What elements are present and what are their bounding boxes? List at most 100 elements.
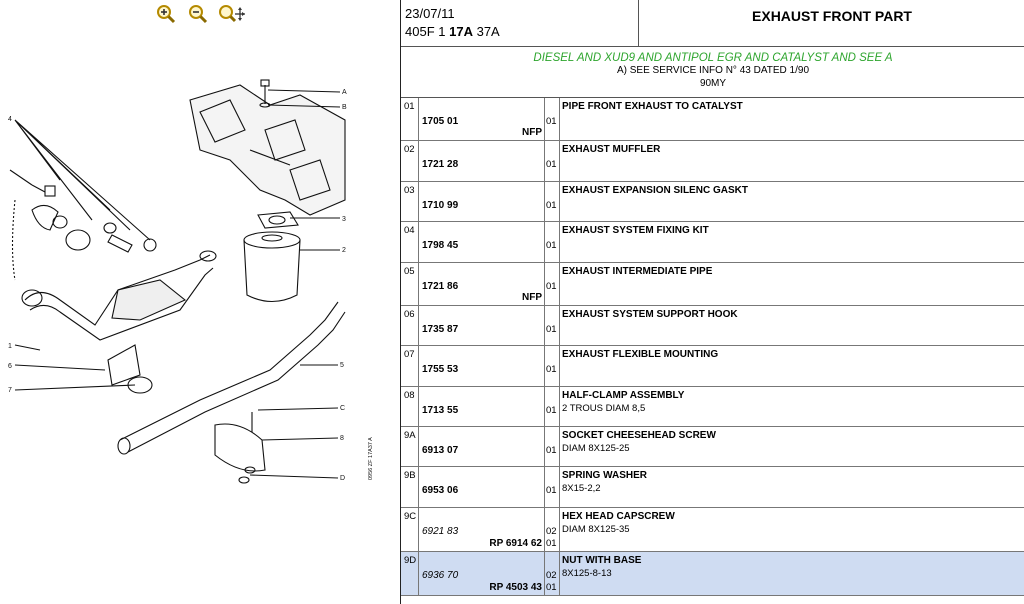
part-number-cell[interactable]: 1721 28 [419,141,545,181]
qty-value: 02 [546,526,557,537]
ref-cell: 9A [401,427,419,466]
qty-cell: 01 [545,263,560,305]
part-substitute: NFP [522,292,542,303]
callout-d: D [340,475,345,482]
ref-cell: 07 [401,346,419,386]
description-detail: DIAM 8X125-25 [562,443,630,454]
description: EXHAUST FLEXIBLE MOUNTING [562,349,719,360]
qty-cell: 01 [545,306,560,345]
qty-cell: 01 [545,387,560,426]
part-number-cell[interactable]: 6913 07 [419,427,545,466]
description: EXHAUST EXPANSION SILENC GASKT [562,185,748,196]
header: 23/07/11 405F 1 17A 37A EXHAUST FRONT PA… [401,0,1024,47]
zoom-toolbar [0,0,400,30]
description-cell: PIPE FRONT EXHAUST TO CATALYST [560,98,1024,140]
part-number-cell[interactable]: 6953 06 [419,467,545,507]
qty-value: 01 [546,159,557,170]
part-number-cell[interactable]: 1798 45 [419,222,545,262]
part-number: 1755 53 [422,364,459,375]
applicability-line: DIESEL AND XUD9 AND ANTIPOL EGR AND CATA… [533,52,893,64]
header-info: 23/07/11 405F 1 17A 37A [401,0,639,46]
part-substitute: RP 4503 43 [489,582,542,593]
qty-cell: 01 [545,467,560,507]
qty-value: 01 [546,281,557,292]
ref-cell: 9D [401,552,419,595]
qty-cell: 01 [545,182,560,221]
parts-list-pane: 23/07/11 405F 1 17A 37A EXHAUST FRONT PA… [400,0,1024,604]
description-cell: SOCKET CHEESEHEAD SCREW DIAM 8X125-25 [560,427,1024,466]
ref-cell: 9B [401,467,419,507]
description-cell: EXHAUST SYSTEM FIXING KIT [560,222,1024,262]
part-number-cell[interactable]: 1735 87 [419,306,545,345]
zoom-out-icon[interactable] [188,4,210,24]
diagram-pane: A B 3 2 4 1 6 7 5 C 8 D 0956 ZF 17A37 A [0,0,400,604]
qty-value: 01 [546,405,557,416]
exploded-parts-diagram: A B 3 2 4 1 6 7 5 C 8 D 0956 ZF 17A37 A [8,79,374,484]
qty-cell: 01 [545,427,560,466]
ref-cell: 01 [401,98,419,140]
model-year-note: 90MY [699,78,727,89]
part-number: 1705 01 [422,116,459,127]
qty-secondary: 01 [546,538,557,549]
ref-cell: 9C [401,508,419,551]
description-detail: DIAM 8X125-35 [562,524,630,535]
part-number-cell[interactable]: 1710 99 [419,182,545,221]
header-group: 17A [449,24,473,39]
description: PIPE FRONT EXHAUST TO CATALYST [562,101,743,112]
zoom-in-icon[interactable] [156,4,178,24]
ref-cell: 04 [401,222,419,262]
part-substitute: NFP [522,127,542,138]
description: HALF-CLAMP ASSEMBLY [562,390,685,401]
ref-cell: 05 [401,263,419,305]
part-number-cell[interactable]: 1705 01 NFP [419,98,545,140]
ref-cell: 02 [401,141,419,181]
description: EXHAUST SYSTEM SUPPORT HOOK [562,309,738,320]
description: EXHAUST MUFFLER [562,144,661,155]
header-model: 405F 1 [405,24,446,39]
description-cell: EXHAUST INTERMEDIATE PIPE [560,263,1024,305]
description: SOCKET CHEESEHEAD SCREW [562,430,716,441]
part-number: 6953 06 [422,485,459,496]
qty-value: 01 [546,116,557,127]
description-detail: 8X15-2,2 [562,483,601,494]
part-number-cell[interactable]: 1755 53 [419,346,545,386]
pan-zoom-icon[interactable] [218,4,246,24]
part-number-cell[interactable]: 1713 55 [419,387,545,426]
applicability-notes: DIESEL AND XUD9 AND ANTIPOL EGR AND CATA… [401,47,1024,98]
qty-cell: 01 [545,141,560,181]
description-cell: HEX HEAD CAPSCREW DIAM 8X125-35 [560,508,1024,551]
description: NUT WITH BASE [562,555,642,566]
ref-cell: 06 [401,306,419,345]
part-number: 1710 99 [422,200,459,211]
part-number: 1735 87 [422,324,459,335]
ref-cell: 08 [401,387,419,426]
part-substitute: RP 6914 62 [489,538,542,549]
callout-3: 3 [342,216,346,223]
part-number: 1798 45 [422,240,459,251]
callout-a: A [342,89,347,96]
callout-b: B [342,104,347,111]
description: HEX HEAD CAPSCREW [562,511,675,522]
qty-cell: 01 [545,346,560,386]
